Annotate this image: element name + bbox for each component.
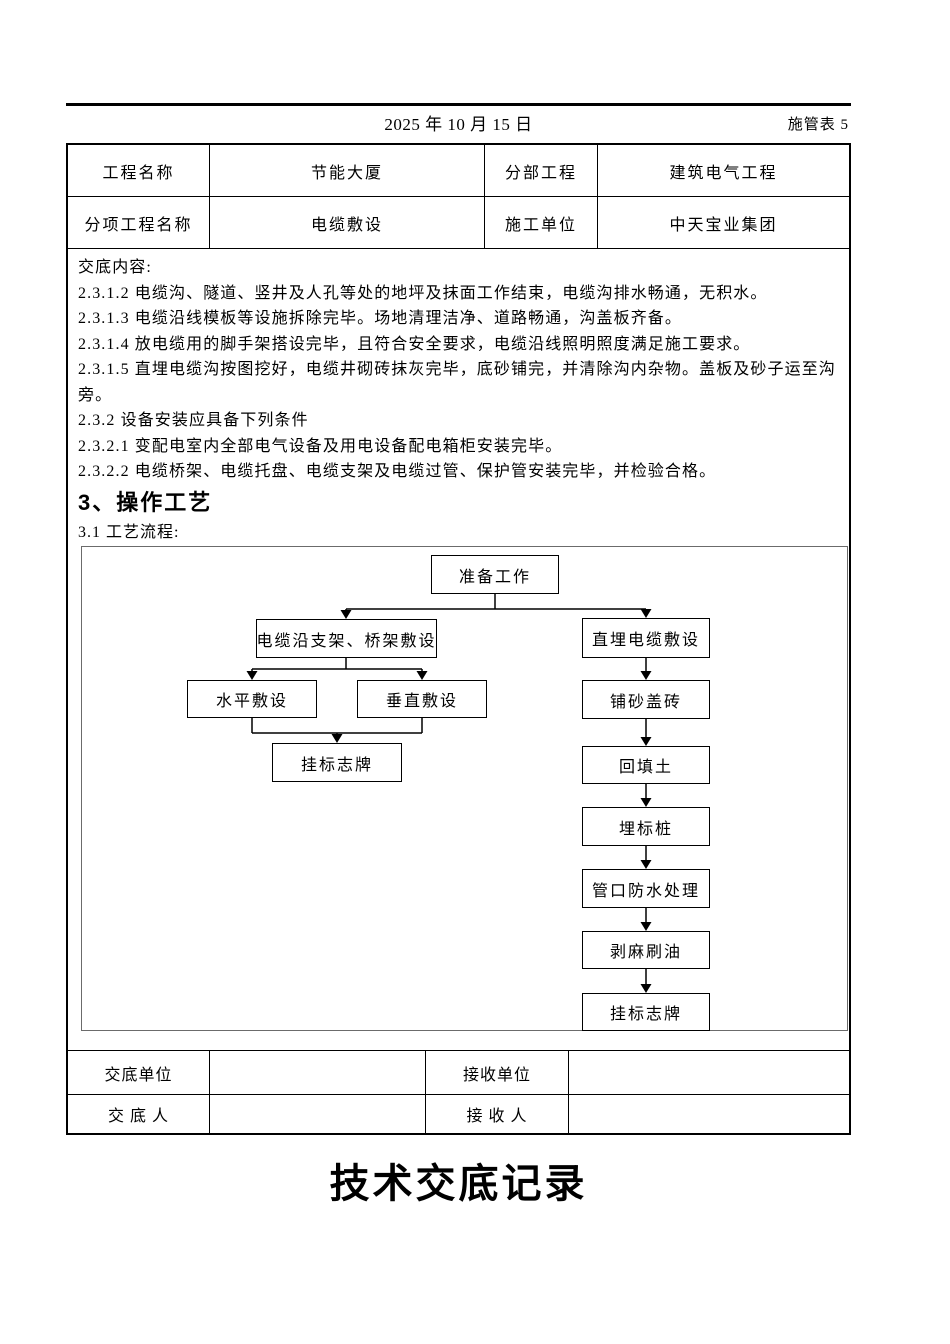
receiving-unit-label: 接收单位: [426, 1051, 569, 1095]
construction-unit-label: 施工单位: [485, 197, 598, 249]
header-row: 2025 年 10 月 15 日 施管表 5: [66, 112, 851, 138]
paragraph: 2.3.1.4 放电缆用的脚手架搭设完毕，且符合安全要求，电缆沿线照明照度满足施…: [78, 335, 751, 353]
receiver-value: [569, 1095, 849, 1133]
flow-node-backfill-soil: 回填土: [582, 746, 710, 784]
paragraph: 2.3.2.2 电缆桥架、电缆托盘、电缆支架及电缆过管、保护管安装完毕，并检验合…: [78, 463, 717, 480]
disclosing-unit-value: [210, 1051, 426, 1095]
flow-node-bracket-tray-laying: 电缆沿支架、桥架敷设: [256, 619, 437, 658]
flow-node-direct-burial-laying: 直埋电缆敷设: [582, 618, 710, 658]
disclosing-unit-label: 交底单位: [68, 1051, 210, 1095]
flow-node-hang-sign-right: 挂标志牌: [582, 993, 710, 1031]
flow-node-bury-stake: 埋标桩: [582, 807, 710, 846]
flow-node-vertical-laying: 垂直敷设: [357, 680, 487, 718]
construction-unit-value: 中天宝业集团: [598, 197, 849, 249]
project-name-label: 工程名称: [68, 145, 210, 197]
form-number: 施管表 5: [787, 117, 849, 133]
subsection-label: 3.1 工艺流程:: [78, 523, 180, 541]
document-title: 技术交底记录: [329, 1162, 588, 1206]
flow-node-hang-sign-left: 挂标志牌: [272, 743, 402, 782]
flow-node-strip-hemp-brush-oil: 剥麻刷油: [582, 931, 710, 969]
paragraph: 2.3.2.1 变配电室内全部电气设备及用电设备配电箱柜安装完毕。: [78, 437, 563, 455]
division-work-value: 建筑电气工程: [598, 145, 849, 197]
flow-node-pipe-mouth-waterproof: 管口防水处理: [582, 869, 710, 908]
subproject-name-label: 分项工程名称: [68, 197, 210, 249]
subproject-name-value: 电缆敷设: [210, 197, 485, 249]
flow-node-prepare: 准备工作: [431, 555, 559, 594]
division-work-label: 分部工程: [485, 145, 598, 197]
paragraph: 2.3.1.2 电缆沟、隧道、竖井及人孔等处的地坪及抹面工作结束，电缆沟排水畅通…: [78, 284, 768, 302]
document-date: 2025 年 10 月 15 日: [384, 115, 533, 134]
paragraph: 2.3.1.3 电缆沿线模板等设施拆除完毕。场地清理洁净、道路畅通，沟盖板齐备。: [78, 310, 683, 327]
flow-node-horizontal-laying: 水平敷设: [187, 680, 317, 718]
discloser-value: [210, 1095, 426, 1133]
process-flowchart: 准备工作 电缆沿支架、桥架敷设 直埋电缆敷设 水平敷设 垂直敷设 挂标志牌 铺砂…: [81, 546, 848, 1031]
content-heading: 交底内容:: [78, 259, 152, 276]
discloser-label: 交 底 人: [68, 1095, 210, 1133]
paragraph: 2.3.1.5 直埋电缆沟按图挖好，电缆井砌砖抹灰完毕，底砂铺完，并清除沟内杂物…: [78, 361, 836, 404]
paragraph: 2.3.2 设备安装应具备下列条件: [78, 412, 309, 429]
top-rule: [66, 103, 851, 106]
main-table: 工程名称 节能大厦 分部工程 建筑电气工程 分项工程名称 电缆敷设 施工单位 中…: [66, 143, 851, 1135]
section-heading: 3、操作工艺: [78, 489, 213, 515]
flow-node-sand-brick-cover: 铺砂盖砖: [582, 680, 710, 719]
project-name-value: 节能大厦: [210, 145, 485, 197]
flowchart-connectors: [246, 594, 652, 993]
project-info-table: 工程名称 节能大厦 分部工程 建筑电气工程 分项工程名称 电缆敷设 施工单位 中…: [68, 145, 849, 249]
receiver-label: 接 收 人: [426, 1095, 569, 1133]
receiving-unit-value: [569, 1051, 849, 1095]
signature-table: 交底单位 接收单位 交 底 人 接 收 人: [68, 1051, 849, 1133]
disclosure-content-area: 交底内容: 2.3.1.2 电缆沟、隧道、竖井及人孔等处的地坪及抹面工作结束，电…: [68, 249, 849, 1051]
